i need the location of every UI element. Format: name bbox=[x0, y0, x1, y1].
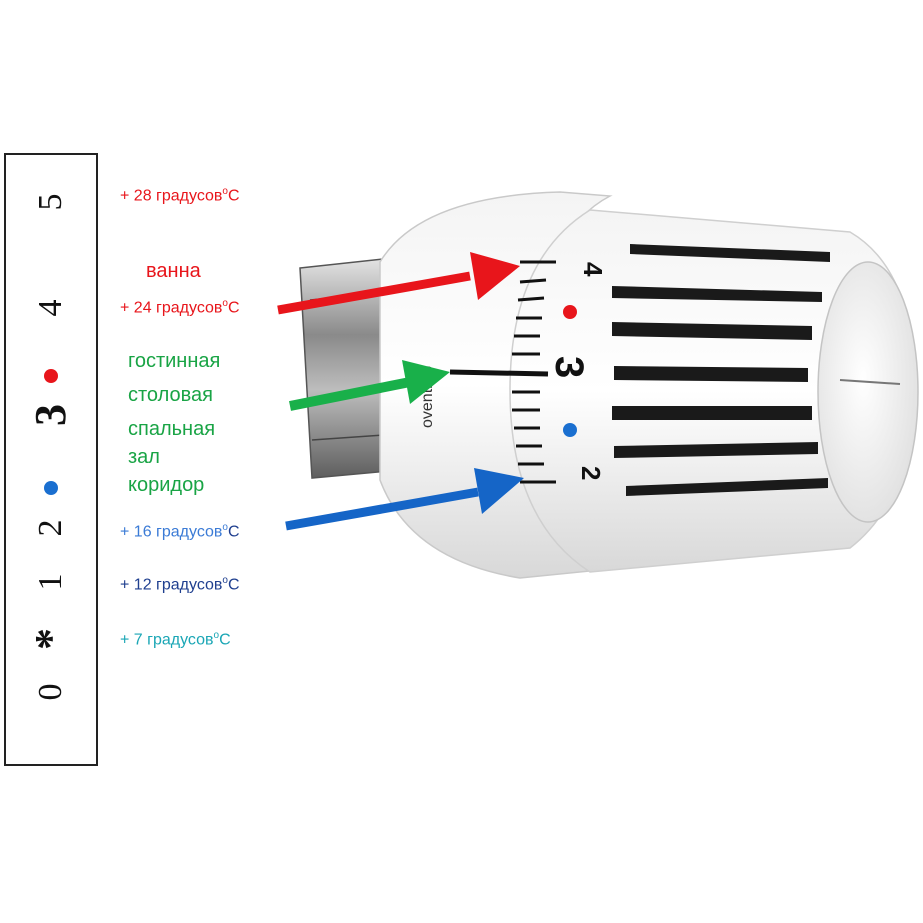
dial-dot-blue bbox=[563, 423, 577, 437]
arrow-red bbox=[277, 252, 520, 315]
room-hall: зал bbox=[128, 446, 160, 468]
temp-label-24: + 24 градусовоС bbox=[120, 298, 240, 317]
temp-label-7: + 7 градусовоС bbox=[120, 630, 231, 649]
temp-label-12: + 12 градусовоС bbox=[120, 575, 240, 594]
dial-number-4: 4 bbox=[578, 262, 608, 277]
dial-number-3: 3 bbox=[547, 356, 591, 378]
scale-dot-blue bbox=[44, 481, 58, 495]
arrow-green bbox=[289, 360, 450, 411]
cylinder-ribs bbox=[612, 244, 830, 496]
end-cap bbox=[817, 261, 919, 523]
dial-ticks bbox=[449, 260, 556, 484]
arrow-blue bbox=[285, 468, 524, 531]
room-dining: столовая bbox=[128, 384, 213, 406]
scale-panel: 5 4 3 2 1 * 0 bbox=[4, 153, 98, 766]
room-bedroom: спальная bbox=[128, 418, 216, 440]
room-corridor: коридор bbox=[128, 474, 205, 496]
temp-label-28: + 28 градусовоС bbox=[120, 186, 240, 205]
room-living: гостинная bbox=[128, 350, 221, 372]
dial-dot-red bbox=[563, 305, 577, 319]
scale-dot-red bbox=[44, 369, 58, 383]
room-bath: ванна bbox=[146, 260, 201, 282]
temp-label-16: + 16 градусовоС bbox=[120, 522, 240, 541]
dial-number-2: 2 bbox=[576, 466, 606, 480]
